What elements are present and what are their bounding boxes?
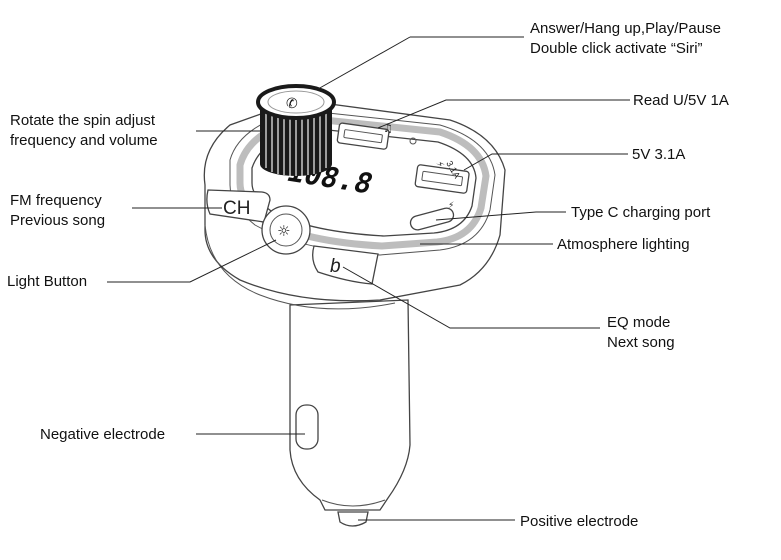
plug-shaft xyxy=(289,299,411,511)
lightbulb-icon: ☼ xyxy=(277,222,290,240)
label-read-usb: Read U/5V 1A xyxy=(633,92,729,109)
usb-port-3-1a xyxy=(414,164,470,194)
light-button[interactable] xyxy=(261,205,311,255)
leader-eq xyxy=(342,266,600,329)
leader-read-usb xyxy=(377,99,630,129)
label-eq-line2: Next song xyxy=(607,334,675,351)
head-lower xyxy=(204,224,396,310)
label-negative: Negative electrode xyxy=(40,426,166,443)
leader-light xyxy=(107,239,277,283)
lightning-icon: ⚡ xyxy=(433,160,445,170)
rotary-knob[interactable]: ✆ xyxy=(256,84,336,176)
lightning-icon: ⚡ xyxy=(448,201,454,211)
leader-typec xyxy=(435,211,566,221)
label-answer-line1: Answer/Hang up,Play/Pause xyxy=(530,20,721,37)
label-fm-line2: Previous song xyxy=(10,212,106,229)
label-typec: Type C charging port xyxy=(571,204,711,221)
negative-spring-contact xyxy=(295,404,319,450)
label-eq-line1: EQ mode xyxy=(607,314,671,331)
label-positive: Positive electrode xyxy=(520,513,639,530)
label-fm-line1: FM frequency xyxy=(10,192,102,209)
b-button-label: b xyxy=(330,256,341,277)
label-answer-line2: Double click activate “Siri” xyxy=(530,40,703,57)
leader-lines xyxy=(107,36,630,521)
label-rotate-line2: frequency and volume xyxy=(10,132,158,149)
fm-transmitter-device: ♫ 3.1A ⚡ ⚡ 108.8 xyxy=(203,84,506,527)
plug-tip-ring xyxy=(321,499,386,507)
label-rotate-line1: Rotate the spin adjust xyxy=(10,112,156,129)
b-button[interactable] xyxy=(312,245,379,285)
label-usb-31a: 5V 3.1A xyxy=(632,146,686,163)
ch-button-label: CH xyxy=(223,198,250,219)
label-light-button: Light Button xyxy=(7,273,88,290)
status-led xyxy=(409,137,417,145)
leader-31a xyxy=(463,153,628,171)
positive-tip xyxy=(337,511,369,527)
ch-button[interactable] xyxy=(206,189,271,223)
usb-port-read xyxy=(336,122,390,150)
type-c-port xyxy=(409,207,455,231)
leader-answer xyxy=(317,36,411,90)
phone-handset-icon: ✆ xyxy=(286,96,298,112)
label-atmosphere: Atmosphere lighting xyxy=(557,236,690,253)
music-note-icon: ♫ xyxy=(383,122,393,135)
